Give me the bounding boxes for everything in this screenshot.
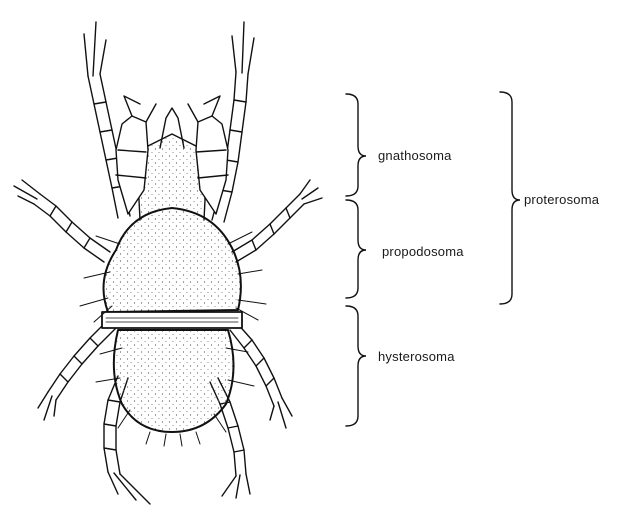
propodosoma-label: propodosoma <box>382 244 464 259</box>
proterosoma-label: proterosoma <box>524 192 599 207</box>
gnathosoma-structure <box>116 96 228 220</box>
proterosoma-brace <box>500 92 520 304</box>
leg-second-left <box>14 180 110 262</box>
hysterosoma-brace <box>346 306 366 426</box>
leg-second-right <box>232 180 322 262</box>
sejugal-band <box>102 312 242 328</box>
gnathosoma-brace <box>346 94 366 196</box>
gnathosoma-label: gnathosoma <box>378 148 452 163</box>
leg-third-right <box>230 322 292 428</box>
hysterosoma-label: hysterosoma <box>378 349 455 364</box>
leg-third-left <box>38 320 116 420</box>
propodosoma-brace <box>346 200 366 298</box>
propodosoma-body <box>104 208 241 312</box>
